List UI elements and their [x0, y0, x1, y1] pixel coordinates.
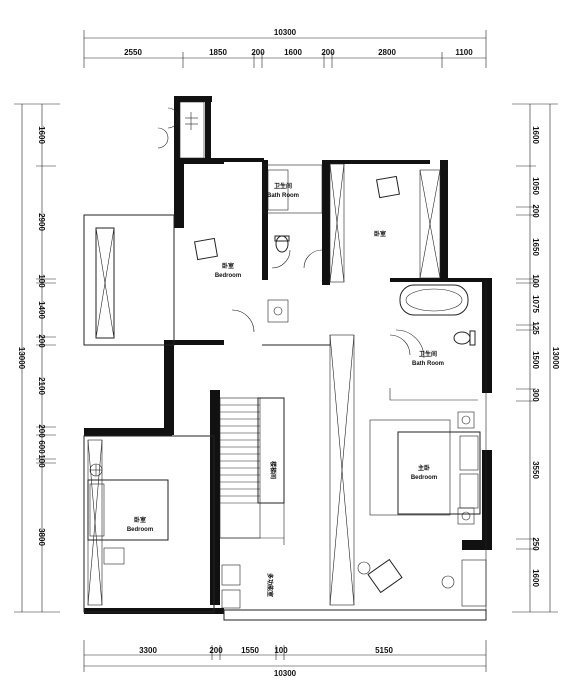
dim-bottom-seg-2: 200 — [209, 646, 223, 655]
dim-top-seg-6: 2800 — [378, 48, 396, 57]
dim-right-seg-5: 100 — [531, 274, 540, 288]
dim-right-seg-4: 1650 — [531, 238, 540, 256]
dim-top-seg-3: 200 — [251, 48, 265, 57]
label-bedroom-left-en: Bedroom — [215, 273, 241, 279]
left-dimension-chain: 13000 1600 2900 100 1400 200 2100 200 60… — [14, 103, 60, 613]
bottom-dimension-chain: 3300 200 1550 100 5150 10300 — [83, 640, 487, 678]
dim-bottom-seg-5: 5150 — [375, 646, 393, 655]
dim-left-seg-3: 100 — [37, 274, 46, 288]
right-dimension-chain: 13000 1600 1050 200 1650 100 1075 125 15… — [512, 103, 560, 613]
dim-right-total: 13000 — [551, 347, 560, 370]
dim-right-seg-7: 125 — [531, 321, 540, 335]
label-bedroom-lower-left-cn: 卧室 — [134, 516, 146, 524]
dim-left-seg-8: 600 — [37, 440, 46, 454]
dim-left-seg-4: 1400 — [37, 301, 46, 319]
dim-right-seg-1: 1600 — [531, 126, 540, 144]
dim-right-seg-8: 1500 — [531, 351, 540, 369]
top-dimension-chain: 10300 2550 1850 200 1600 200 2800 1100 — [83, 28, 487, 68]
dim-left-seg-1: 1600 — [37, 126, 46, 144]
label-master-bedroom-en: Bedroom — [411, 475, 437, 481]
label-master-bedroom-cn: 主卧 — [418, 464, 430, 472]
dim-bottom-seg-4: 100 — [274, 646, 288, 655]
dim-right-seg-6: 1075 — [531, 295, 540, 313]
label-bathroom-right-en: Bath Room — [412, 361, 444, 367]
staircase — [219, 397, 285, 545]
outlines — [83, 163, 487, 621]
dim-top-seg-2: 1850 — [209, 48, 227, 57]
dim-right-seg-12: 1600 — [531, 569, 540, 587]
dim-bottom-seg-3: 1550 — [241, 646, 259, 655]
dim-left-seg-5: 200 — [37, 334, 46, 348]
label-bedroom-lower-left-en: Bedroom — [127, 527, 153, 533]
dim-top-seg-5: 200 — [321, 48, 335, 57]
dim-right-seg-11: 250 — [531, 537, 540, 551]
walls — [84, 96, 492, 614]
dim-top-seg-4: 1600 — [284, 48, 302, 57]
label-bedroom-upper-right: 卧室 — [374, 230, 386, 238]
dim-left-seg-9: 100 — [37, 454, 46, 468]
dim-top-seg-7: 1100 — [455, 48, 473, 57]
dim-right-seg-10: 3550 — [531, 461, 540, 479]
dim-left-total: 13000 — [17, 347, 26, 370]
dim-left-seg-10: 3800 — [37, 528, 46, 546]
room-labels: 卫生间 Bath Room 卧室 卧室 Bedroom 卫生间 Bath Roo… — [127, 182, 444, 597]
dim-bottom-seg-1: 3300 — [139, 646, 157, 655]
label-bathroom-right-cn: 卫生间 — [419, 350, 437, 358]
label-storage: 多功能室 — [266, 573, 274, 597]
label-bathroom-top-cn: 卫生间 — [274, 182, 292, 190]
fixtures — [87, 101, 487, 609]
dim-left-seg-7: 200 — [37, 424, 46, 438]
dim-bottom-total: 10300 — [274, 669, 297, 678]
dim-top-seg-1: 2550 — [124, 48, 142, 57]
dim-right-seg-9: 300 — [531, 388, 540, 402]
dim-right-seg-2: 1050 — [531, 177, 540, 195]
label-bathroom-top-en: Bath Room — [267, 193, 299, 199]
dim-right-seg-3: 200 — [531, 204, 540, 218]
dim-left-seg-2: 2900 — [37, 213, 46, 231]
dim-top-total: 10300 — [274, 28, 297, 37]
dim-left-seg-6: 2100 — [37, 377, 46, 395]
label-stair: 楼梯间 — [269, 461, 277, 479]
label-bedroom-left-cn: 卧室 — [222, 262, 234, 270]
